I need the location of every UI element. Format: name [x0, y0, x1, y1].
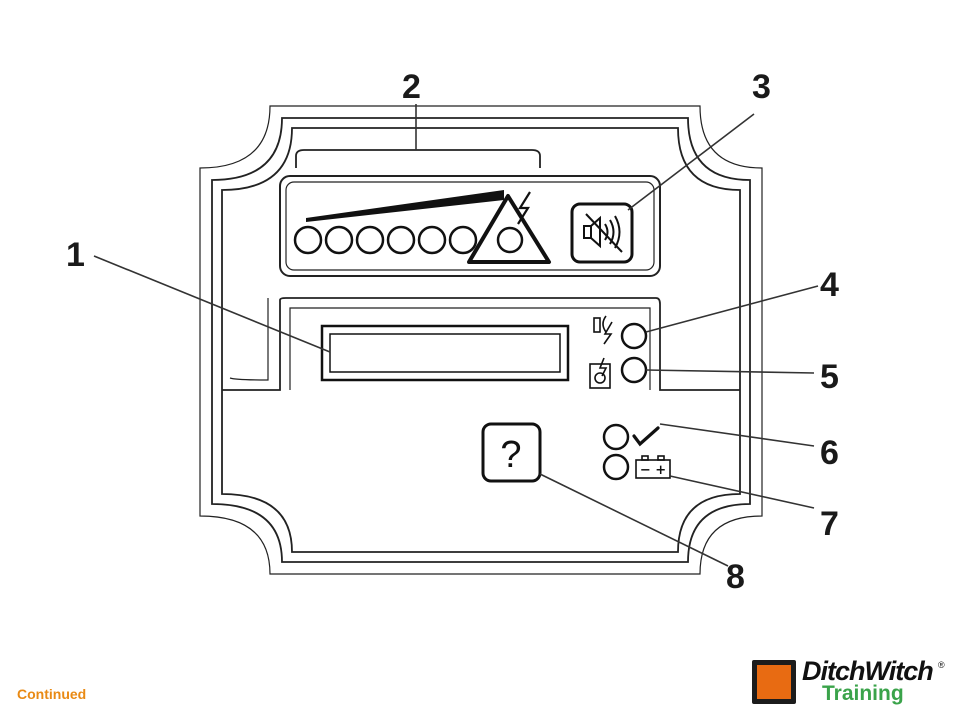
callout-4: 4 — [820, 266, 839, 304]
leader-7 — [669, 475, 815, 509]
callout-8: 8 — [726, 558, 745, 596]
leader-lines — [93, 104, 819, 567]
continued-label: Continued — [17, 686, 87, 702]
lightning-bolt-icon — [517, 191, 531, 225]
callout-6: 6 — [820, 434, 839, 472]
signal-strength-wedge — [306, 190, 504, 222]
callout-3: 3 — [752, 68, 771, 106]
callout-2: 2 — [402, 68, 421, 106]
leader-4 — [645, 285, 819, 333]
callout-7: 7 — [820, 505, 839, 543]
strike-indicator — [593, 315, 648, 350]
led-2 — [324, 225, 354, 255]
leader-5 — [645, 369, 815, 374]
callout-5: 5 — [820, 358, 839, 396]
callout-1: 1 — [66, 236, 85, 274]
display-frame — [222, 297, 740, 391]
led-window-frame — [279, 175, 661, 277]
battery-glyph: − + — [640, 463, 666, 478]
logo-brand-text: DitchWitch — [802, 656, 934, 686]
battery-indicator: − + — [602, 453, 671, 481]
leader-8 — [539, 473, 729, 567]
help-question-mark: ? — [500, 434, 521, 476]
self-test-indicator — [589, 356, 648, 389]
self-test-led — [620, 356, 648, 384]
panel-outline — [199, 105, 763, 575]
voltage-strike-icon — [593, 315, 613, 345]
speaker-muted-icon — [583, 213, 623, 253]
logo-sub-text: Training — [822, 682, 904, 705]
strike-led — [620, 322, 648, 350]
led-1 — [293, 225, 323, 255]
help-button[interactable]: ? — [481, 422, 542, 483]
ok-indicator — [602, 423, 660, 451]
led-4 — [386, 225, 416, 255]
self-test-icon — [589, 357, 611, 389]
ok-led — [602, 423, 630, 451]
lcd-display — [320, 324, 570, 382]
led-6 — [448, 225, 478, 255]
logo-mark-icon — [752, 660, 796, 704]
led-group-bracket — [295, 149, 541, 168]
battery-icon — [635, 455, 671, 479]
hazard-led — [496, 226, 524, 254]
led-5 — [417, 225, 447, 255]
registered-mark: ® — [938, 660, 945, 670]
strength-leds — [293, 225, 478, 255]
leader-3 — [627, 113, 755, 211]
ditch-witch-training-logo: DitchWitch ® Training — [752, 658, 948, 706]
high-voltage-warning-icon — [467, 191, 551, 264]
check-icon — [632, 426, 660, 447]
alarm-mute-button[interactable] — [570, 202, 634, 264]
leader-6 — [659, 423, 815, 447]
battery-led — [602, 453, 630, 481]
led-3 — [355, 225, 385, 255]
leader-1 — [93, 255, 331, 353]
